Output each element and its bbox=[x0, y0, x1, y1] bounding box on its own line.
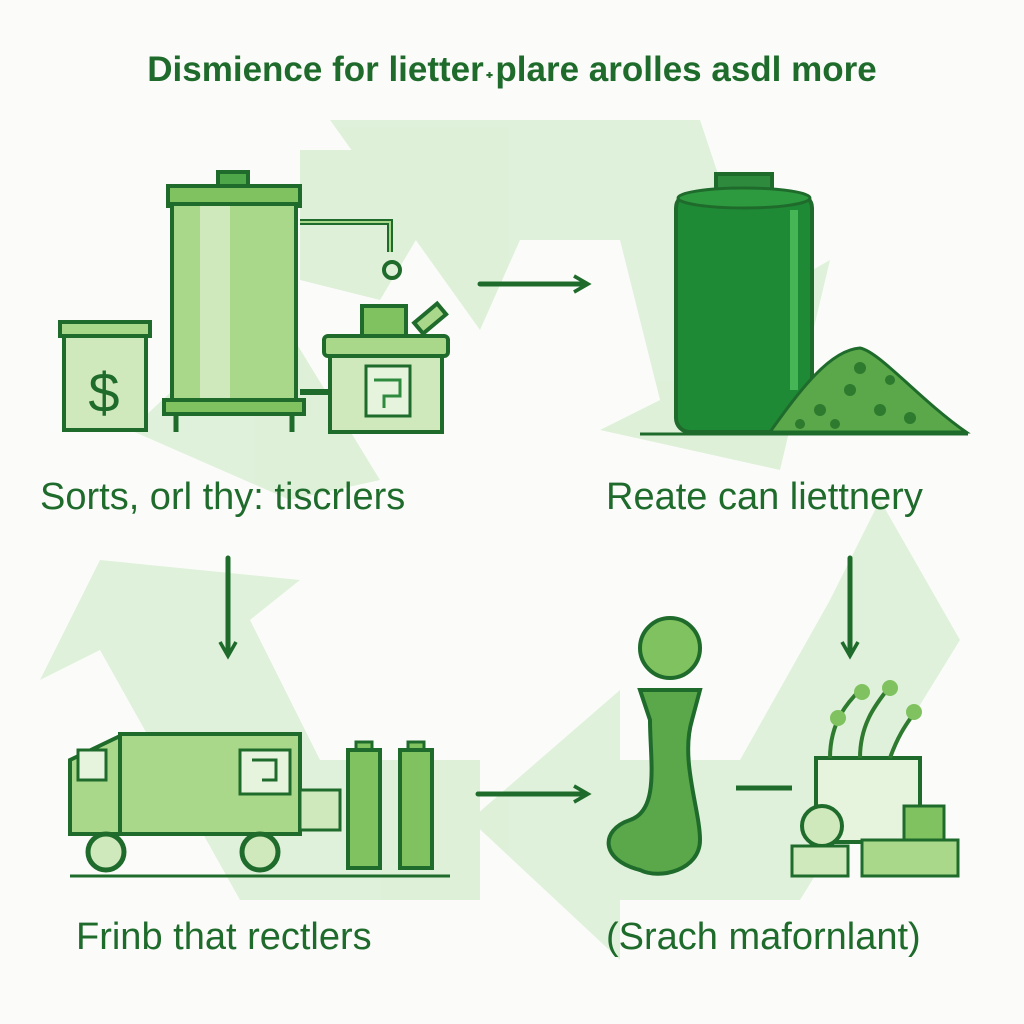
step-2-illustration bbox=[640, 172, 971, 436]
pellet-pile-icon bbox=[767, 346, 971, 434]
garbage-truck-icon bbox=[68, 732, 450, 878]
battery-icon bbox=[398, 740, 434, 870]
money-bin-icon: $ bbox=[58, 320, 152, 432]
step-4-illustration bbox=[606, 616, 960, 878]
battery-icon bbox=[346, 740, 382, 870]
plant-box-icon bbox=[814, 680, 922, 844]
step-2-label: Reate can liettnery bbox=[606, 476, 923, 518]
step-3-illustration bbox=[68, 732, 450, 878]
processing-machine-icon bbox=[322, 300, 450, 434]
step-4-label: (Srach mafornlant) bbox=[606, 916, 921, 958]
page-title: Dismience for lietter˖plare arolles asdl… bbox=[147, 50, 877, 89]
silo-icon bbox=[674, 172, 814, 434]
svg-text:$: $ bbox=[88, 361, 119, 424]
step-1-illustration: $ bbox=[58, 170, 450, 434]
flow-arrows bbox=[218, 274, 860, 804]
step-1-label: Sorts, orl thy: tiscrlers bbox=[40, 476, 406, 518]
green-figure-icon bbox=[606, 616, 703, 876]
step-3-label: Frinb that rectlers bbox=[76, 916, 372, 958]
products-stack-icon bbox=[790, 804, 960, 878]
